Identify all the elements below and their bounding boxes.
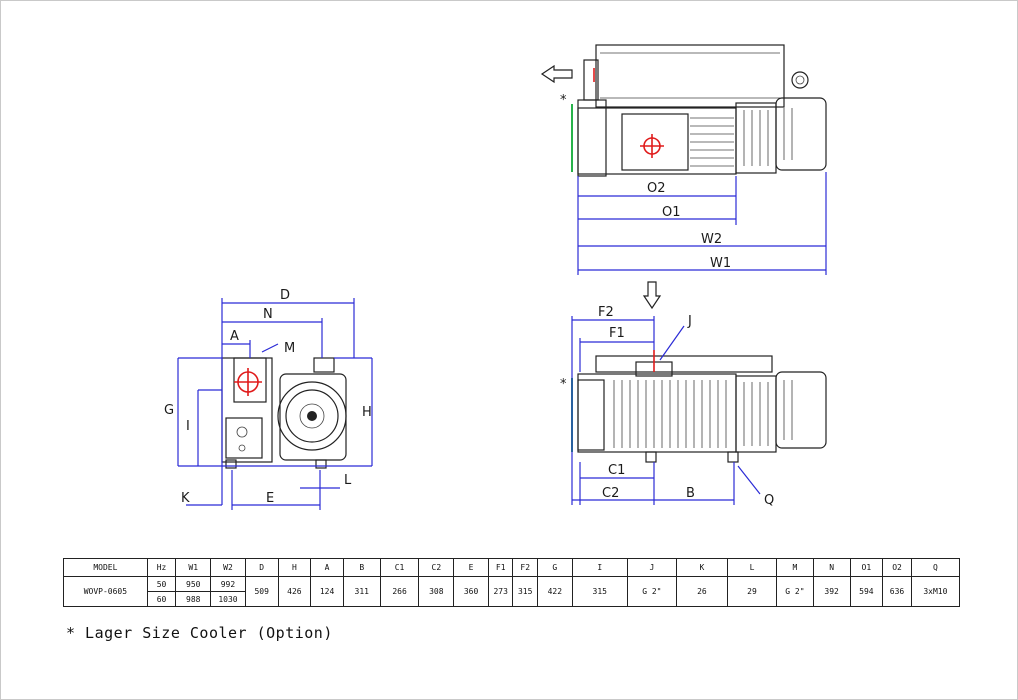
cell-hz-60: 60 (146, 591, 177, 607)
th-q: Q (910, 558, 961, 577)
th-o1: O1 (849, 558, 884, 577)
th-n: N (812, 558, 851, 577)
end-view: D N A M G I H K E L (164, 288, 373, 510)
label-J: J (687, 314, 692, 329)
label-K: K (181, 491, 190, 506)
cell-c1: 266 (379, 576, 420, 607)
cell-w2-60: 1030 (210, 591, 246, 607)
star-bottom: * (560, 377, 567, 392)
th-j: J (626, 558, 677, 577)
th-model: MODEL (63, 558, 148, 577)
th-c2: C2 (418, 558, 455, 577)
label-N: N (263, 307, 273, 322)
label-C2: C2 (602, 486, 619, 501)
label-F1: F1 (609, 326, 625, 341)
cell-w1-60: 988 (175, 591, 212, 607)
th-l: L (726, 558, 778, 577)
th-h: H (277, 558, 312, 577)
label-I: I (186, 419, 190, 434)
side-view: * F2 F1 J C1 C2 B Q (560, 281, 827, 508)
label-D: D (280, 288, 290, 303)
label-Q: Q (764, 493, 774, 508)
cell-model: WOVP-0605 (63, 576, 148, 607)
th-o2: O2 (882, 558, 912, 577)
label-L: L (344, 473, 352, 488)
spec-table: MODEL Hz W1 W2 D H A B C1 C2 E F1 F2 G I… (63, 558, 961, 607)
label-C1: C1 (608, 463, 625, 478)
th-w1: W1 (175, 558, 212, 577)
label-E: E (266, 491, 274, 506)
cell-g: 422 (536, 576, 573, 607)
option-note: * Lager Size Cooler (Option) (66, 624, 333, 642)
table-header-row: MODEL Hz W1 W2 D H A B C1 C2 E F1 F2 G I… (63, 558, 961, 577)
cell-a: 124 (310, 576, 344, 607)
cooler-housing (595, 44, 785, 108)
top-view: * O2 O1 W2 W1 (540, 44, 827, 275)
cell-o1: 594 (849, 576, 884, 607)
label-W2: W2 (701, 232, 722, 247)
table-row: 60 988 1030 (64, 591, 960, 607)
th-d: D (244, 558, 279, 577)
th-a: A (310, 558, 344, 577)
th-g: G (536, 558, 573, 577)
label-W1: W1 (710, 256, 731, 271)
label-B: B (686, 486, 695, 501)
cell-l: 29 (726, 576, 778, 607)
label-M: M (284, 341, 295, 356)
cell-c2: 308 (418, 576, 455, 607)
label-H: H (362, 405, 372, 420)
cell-b: 311 (342, 576, 381, 607)
cell-f1: 273 (487, 576, 514, 607)
cell-hz-50: 50 (146, 576, 177, 592)
cell-i: 315 (571, 576, 628, 607)
th-f1: F1 (487, 558, 514, 577)
cell-f2: 315 (512, 576, 538, 607)
th-e: E (453, 558, 489, 577)
cell-e: 360 (453, 576, 489, 607)
cell-w1-50: 950 (175, 576, 212, 592)
cell-j: G 2" (626, 576, 677, 607)
cell-w2-50: 992 (210, 576, 246, 592)
cell-o2: 636 (882, 576, 912, 607)
cell-q: 3xM10 (910, 576, 961, 607)
label-G: G (164, 403, 174, 418)
star-top: * (560, 93, 567, 108)
cell-d: 509 (244, 576, 279, 607)
th-m: M (776, 558, 814, 577)
pump-side-body (577, 373, 737, 453)
cell-n: 392 (812, 576, 851, 607)
th-w2: W2 (210, 558, 246, 577)
th-i: I (571, 558, 628, 577)
inlet-arrow-icon (642, 281, 662, 310)
th-c1: C1 (379, 558, 420, 577)
cell-h: 426 (277, 576, 312, 607)
th-k: K (675, 558, 728, 577)
pump-end (221, 357, 273, 463)
label-O1: O1 (662, 205, 681, 220)
cell-k: 26 (675, 576, 728, 607)
cell-m: G 2" (776, 576, 814, 607)
th-f2: F2 (512, 558, 538, 577)
th-b: B (342, 558, 381, 577)
th-hz: Hz (146, 558, 177, 577)
table-row: WOVP-0605 50 950 992 509 426 124 311 266… (63, 576, 961, 607)
label-F2: F2 (598, 305, 614, 320)
label-A: A (230, 329, 239, 344)
label-O2: O2 (647, 181, 666, 196)
outlet-arrow-icon (540, 64, 573, 84)
